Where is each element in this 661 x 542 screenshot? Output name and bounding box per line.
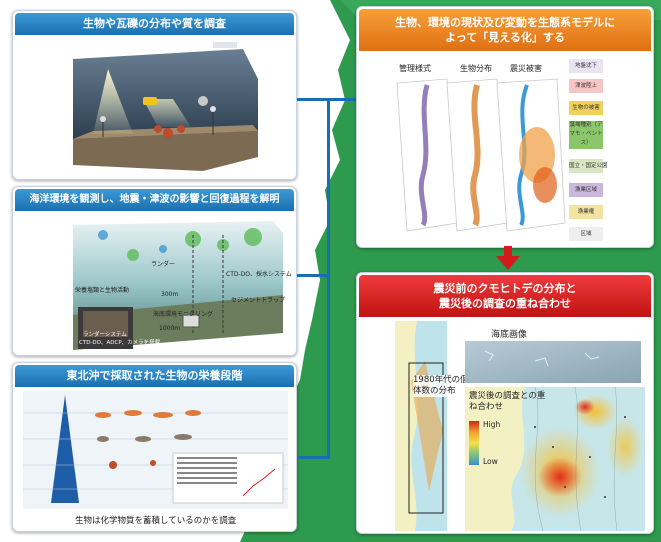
legend-item-fishery-right: 漁業権 — [569, 205, 603, 219]
layer-label-management: 管理様式 — [399, 64, 431, 73]
legend-item-tsunami: 津波陸上 — [569, 79, 603, 93]
legend-item-subsidence: 地盤沈下 — [569, 59, 603, 73]
seafloor-survey-illustration — [73, 42, 258, 171]
legend-item-parks: 国立・国定公園 — [569, 159, 608, 173]
layer-label-damage: 震災被害 — [510, 64, 542, 73]
legend-item-damage: 生物の被害 — [569, 101, 603, 115]
legend-item-fishery-area: 漁業区域 — [569, 183, 603, 197]
survey-title: 生物や瓦礫の分布や質を調査 — [15, 13, 294, 35]
ocean-observation-illustration — [73, 221, 283, 350]
overlay-panel: 震災前のクモヒトデの分布と 震災後の調査の重ね合わせ 1980年代の個体数の分布… — [356, 272, 654, 534]
model-title-line2: よって「見える化」する — [445, 31, 565, 44]
ocean-label-nutrients: 栄養塩類と生物活動 — [75, 287, 130, 294]
legend-item-zone: 区域 — [569, 227, 603, 241]
model-title-line1: 生物、環境の現状及び変動を生態系モデルに — [395, 16, 615, 29]
connector-to-model — [327, 98, 365, 101]
heat-scale-high: High — [483, 420, 501, 429]
heat-scale-low: Low — [483, 457, 498, 466]
seafloor-image — [465, 341, 641, 383]
overlay-title-line2: 震災後の調査の重ね合わせ — [439, 297, 571, 310]
gis-layers-illustration — [396, 78, 566, 232]
pre-quake-label: 1980年代の個体数の分布 — [413, 375, 469, 397]
ocean-label-lander: ランダー — [151, 261, 176, 268]
connector-trophic — [297, 456, 329, 459]
trophic-panel: 東北沖で採取された生物の栄養段階 生物は化学物質を蓄積しているのかを調査 — [12, 362, 297, 532]
ocean-label-lander-system: ランダーシステム — [83, 332, 127, 338]
ocean-observation-panel: 海洋環境を観測し、地震・津波の影響と回復過程を解明 CTD-DO、採水システム … — [12, 186, 297, 356]
post-quake-label: 震災後の調査との重ね合わせ — [469, 391, 546, 412]
trophic-caption: 生物は化学物質を蓄積しているのかを調査 — [75, 516, 237, 526]
model-panel: 生物、環境の現状及び変動を生態系モデルに よって「見える化」する 管理様式 生物… — [356, 6, 654, 248]
ocean-label-ctd: CTD-DO、採水システム — [226, 271, 292, 278]
ocean-label-monitoring: 海底環境モニタリング — [153, 311, 214, 318]
trophic-title: 東北沖で採取された生物の栄養段階 — [15, 365, 294, 387]
arrow-to-overlay — [496, 246, 520, 270]
pre-quake-distribution-map — [395, 321, 447, 531]
layer-label-distribution: 生物分布 — [460, 64, 492, 73]
survey-panel: 生物や瓦礫の分布や質を調査 — [12, 10, 297, 180]
seafloor-image-label: 海底画像 — [491, 330, 528, 340]
trophic-pyramid-chart — [23, 391, 288, 509]
connector-ocean — [297, 274, 329, 277]
ocean-label-ctd-adcp: CTD-DO、ADCP、カメラを搭載 — [79, 340, 161, 346]
overlay-title-line1: 震災前のクモヒトデの分布と — [433, 282, 577, 295]
ocean-label-sediment-trap: セジメントトラップ — [231, 297, 286, 304]
heat-scale-bar — [469, 421, 479, 465]
connector-survey — [297, 98, 329, 101]
overlay-title: 震災前のクモヒトデの分布と 震災後の調査の重ね合わせ — [359, 275, 651, 317]
overlay-heatmap — [465, 387, 645, 531]
ocean-label-300m: 300m — [161, 291, 179, 298]
ocean-label-1000m: 1000m — [159, 325, 181, 332]
connector-vertical — [327, 98, 330, 459]
ocean-title: 海洋環境を観測し、地震・津波の影響と回復過程を解明 — [15, 189, 294, 211]
model-legend: 地盤沈下 津波陸上 生物の被害 藻場種別（アマモ・ベントス） 国立・国定公園 漁… — [569, 59, 608, 245]
model-title: 生物、環境の現状及び変動を生態系モデルに よって「見える化」する — [359, 9, 651, 51]
legend-item-seagrass: 藻場種別（アマモ・ベントス） — [569, 121, 603, 149]
